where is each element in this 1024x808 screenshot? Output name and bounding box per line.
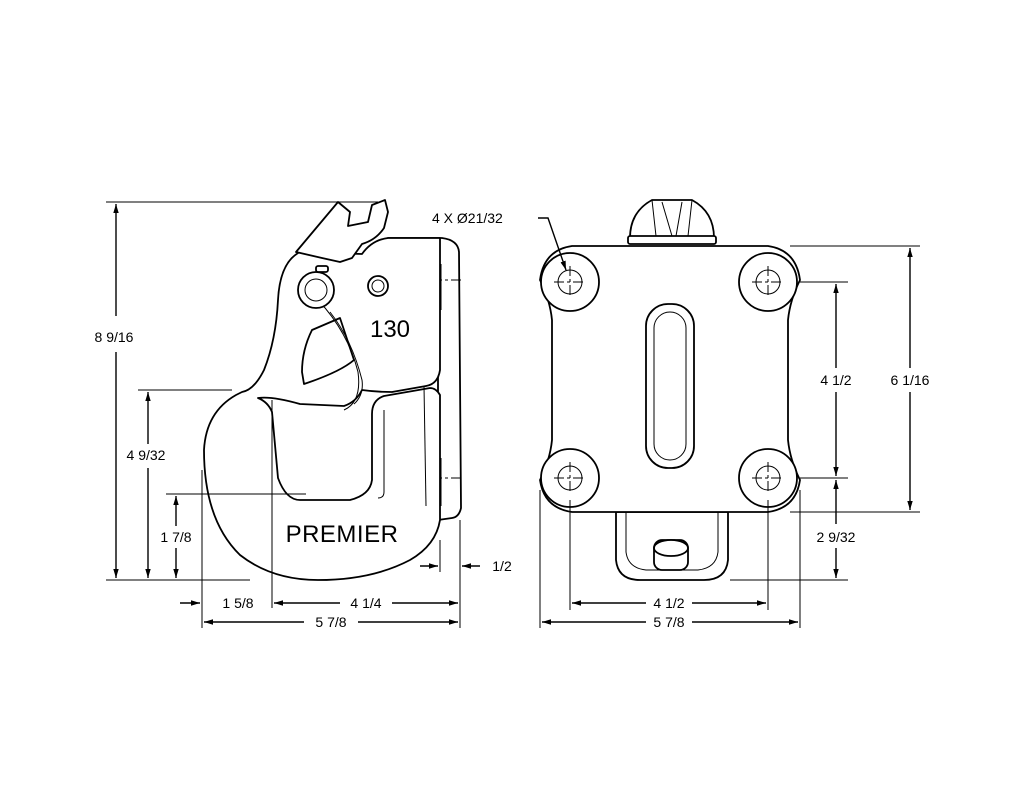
dim-overall-height: 8 9/16: [95, 329, 134, 345]
brand-text: PREMIER: [286, 521, 399, 548]
latch: [295, 199, 389, 263]
dim-throat-height: 1 7/8: [160, 529, 191, 545]
spring-pin: [367, 275, 389, 297]
mount-view: [539, 199, 801, 581]
hole-callout: 4 X Ø21/32: [432, 210, 503, 226]
side-view-dimensions: 8 9/16 4 9/32 1 7/8 1 5/8 4 1/4 5 7/8 1/…: [95, 201, 512, 630]
dim-plate: 1/2: [492, 558, 512, 574]
latch-arm: [301, 317, 355, 385]
dim-hole-spacing-vertical: 4 1/2: [820, 372, 851, 388]
dim-overall-width: 5 7/8: [315, 614, 346, 630]
dim-hook-height: 4 9/32: [127, 447, 166, 463]
dim-bottom-offset: 2 9/32: [817, 529, 856, 545]
center-slot: [645, 303, 695, 469]
mount-view-dimensions: 4 X Ø21/32 4 1/2 6 1/16 2 9/32 4 1/2 5 7…: [432, 210, 930, 630]
dim-overall-width-mount: 5 7/8: [653, 614, 684, 630]
latch-top: [629, 199, 715, 239]
dim-hole-spacing-horizontal: 4 1/2: [653, 595, 684, 611]
dim-throat-to-back: 4 1/4: [350, 595, 381, 611]
part-number: 130: [370, 316, 410, 343]
pivot-pin: [297, 271, 335, 309]
side-view: 130 PREMIER: [178, 199, 462, 581]
mounting-plate: [387, 237, 462, 521]
dim-hook-offset: 1 5/8: [222, 595, 253, 611]
dim-overall-height-mount: 6 1/16: [891, 372, 930, 388]
